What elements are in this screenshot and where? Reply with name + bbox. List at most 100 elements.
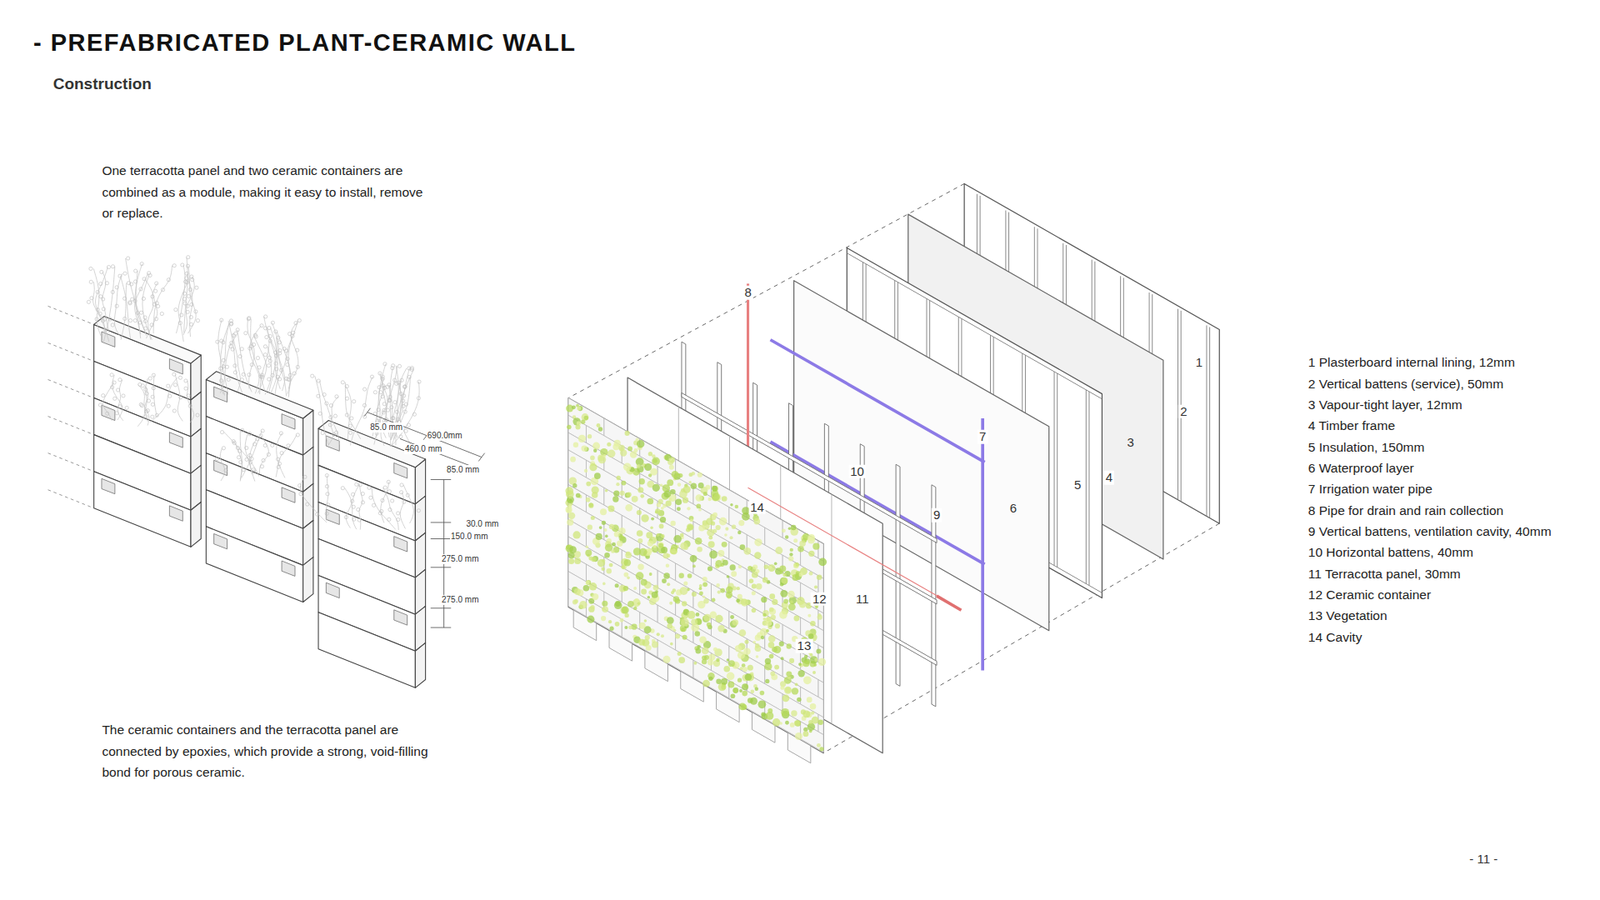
leaf-dot [662,655,670,664]
leaf-dot [680,586,689,595]
container-opening [169,505,183,521]
leaf-dot [585,580,591,585]
leaf-dot [768,564,776,572]
leaf-dot [673,629,676,632]
plant-stem [183,276,195,335]
projection-line [48,416,95,435]
plant-leaf [267,355,271,360]
leaf-dot [760,635,765,640]
leaf-dot [625,551,632,559]
irrigation-pipe [770,340,985,463]
leaf-dot [610,549,615,554]
plant-leaf [226,377,230,381]
ceramic-container [568,571,605,610]
plant-leaf [267,325,271,330]
leaf-dot [620,565,625,570]
leaf-dot [587,525,593,530]
callout-number: 2 [1178,404,1189,419]
leaf-dot [606,568,612,574]
stud-line [1056,373,1058,568]
plant-leaf [280,451,284,455]
leaf-dot [730,693,736,699]
plant-leaf [417,380,421,384]
plant-leaf [139,287,143,291]
leaf-dot [680,618,690,627]
plant-leaf [373,390,377,395]
leaf-dot [635,571,645,580]
plant-leaf [405,493,410,497]
plant-leaf [155,413,159,417]
leaf-dot [745,673,753,681]
leaf-dot [740,666,744,670]
plant-stem [112,375,123,420]
leaf-dot [673,595,680,602]
plant-stem [380,481,390,523]
plant-leaf [325,511,329,515]
leaf-dot [785,686,791,693]
leaf-dot [566,425,572,430]
leaf-dot [810,620,816,627]
plant-leaf [395,410,399,414]
leaf-dot [619,535,625,541]
plant-leaf [352,400,356,404]
plant-leaf [219,366,223,370]
key-entry: 14 Cavity [1308,630,1363,645]
plant-leaf [150,415,155,419]
plant-leaf [391,364,395,368]
leaf-dot [624,572,630,578]
leaf-dot [566,519,574,526]
leaf-dot [771,599,778,605]
leaf-dot [652,484,660,492]
plant-leaf [393,400,397,405]
leaf-dot [775,546,783,555]
container-front [205,416,303,493]
plant-leaf [123,316,127,320]
plant-leaf [90,296,94,300]
plant-leaf [183,301,187,305]
leaf-dot [572,600,578,605]
leaf-dot [650,525,654,530]
leaf-dot [799,600,807,609]
plant-leaf [173,383,177,387]
plant-leaf [340,380,345,385]
plant-leaf [143,319,147,323]
plant-leaf [261,458,265,462]
leaf-dot [665,500,672,506]
plant-stem [345,484,360,528]
plant-stem [218,320,229,395]
plant-leaf [383,485,387,490]
leaf-dot [747,665,754,671]
plant-leaf [248,346,252,350]
container-opening [281,414,295,430]
projection-line [48,453,95,472]
leaf-dot [726,575,730,579]
leaf-dot [624,625,628,630]
leaf-dot [698,508,702,512]
leaf-dot [649,572,653,576]
plant-leaf [263,345,267,349]
container-top [94,316,202,364]
container-opening [169,432,183,448]
plant-leaf [325,473,329,477]
plant-leaf [172,264,176,268]
leaf-dot [640,579,648,586]
leaf-dot [645,645,652,651]
plant-leaf [115,285,119,290]
leaf-dot [762,610,770,617]
plant-leaf [138,320,142,325]
leaf-dot [587,434,592,439]
leaf-dot [788,603,796,611]
page-number: - 11 - [1469,851,1498,866]
dimension-label: 150.0 mm [450,531,489,542]
leaf-dot [769,593,775,600]
leaf-dot [708,653,715,660]
leaf-dot [743,648,751,656]
plant-leaf [221,446,225,450]
leaf-dot [635,598,640,603]
plant-leaf [393,378,397,382]
leaf-dot [607,505,612,510]
leaf-dot [765,616,771,622]
leaf-dot [584,415,590,421]
plant-leaf [383,362,387,366]
leaf-dot [715,560,723,568]
